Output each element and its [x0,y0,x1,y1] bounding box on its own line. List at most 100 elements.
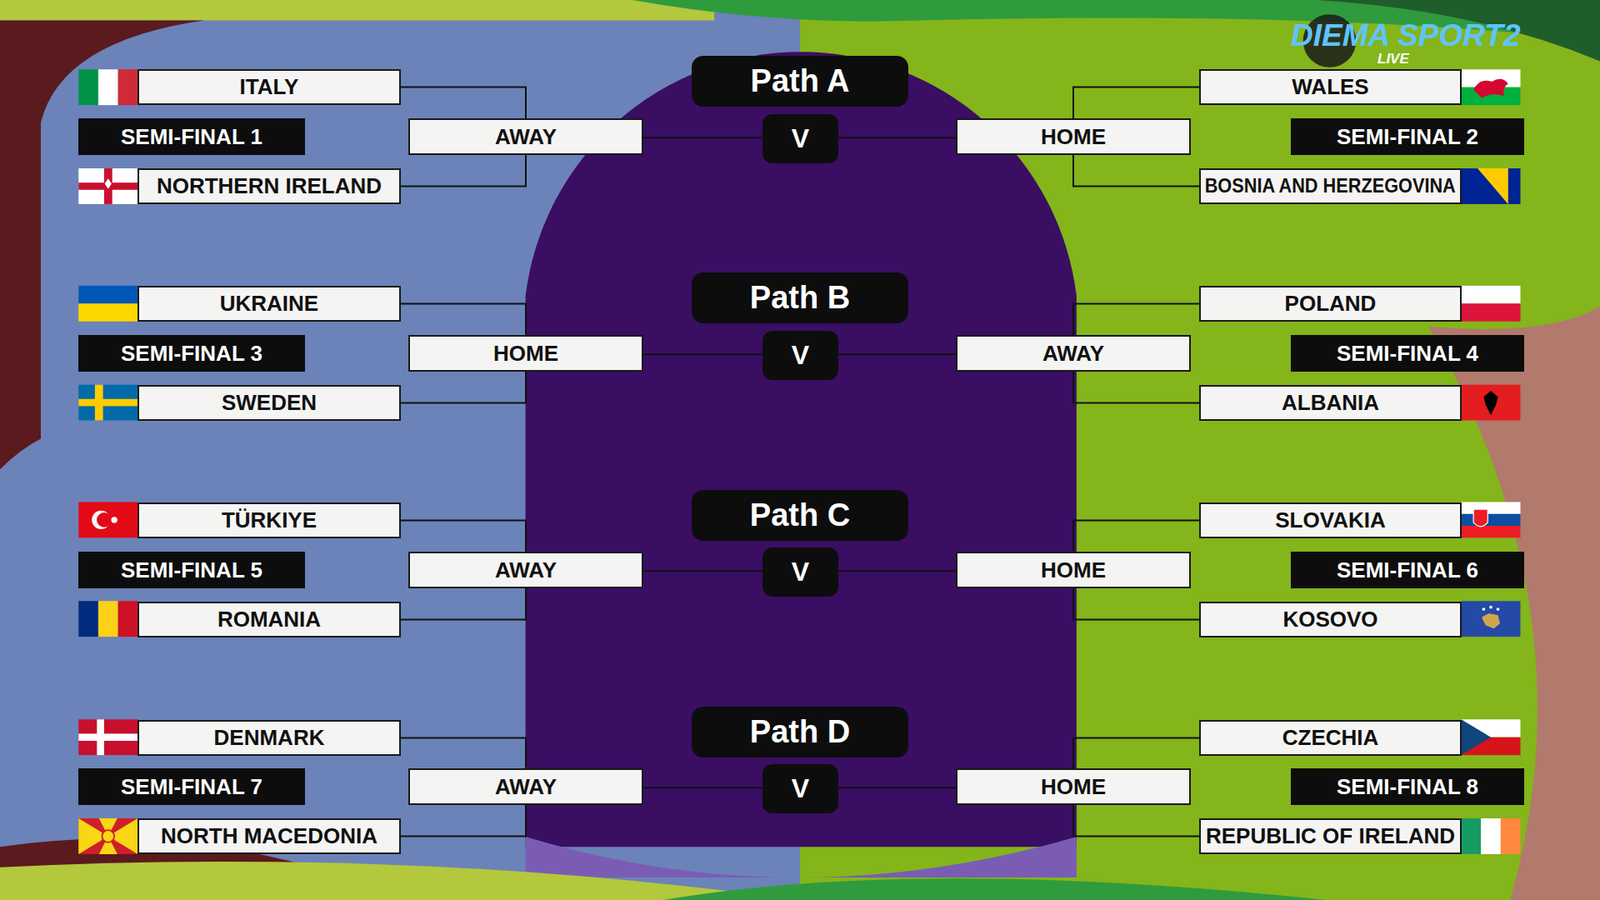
node-text: BOSNIA AND HERZEGOVINA [1205,175,1456,198]
team-box: REPUBLIC OF IRELAND [1199,818,1462,855]
bracket-line [1073,520,1200,553]
bracket-line [400,304,526,336]
venue-box: AWAY [408,551,644,589]
node-text: SLOVAKIA [1275,507,1385,534]
node-text: POLAND [1285,290,1377,317]
versus-box: V [762,547,839,597]
bracket-line [1073,371,1200,404]
bracket-line [1073,304,1200,336]
team-box: KOSOVO [1199,601,1462,638]
team-box: NORTHERN IRELAND [137,168,401,205]
bracket-line [400,87,526,120]
bracket-line [838,570,956,572]
bracket-line [643,136,763,139]
team-box: UKRAINE [137,285,401,322]
node-text: Path C [750,497,850,534]
node-text: ROMANIA [217,606,321,633]
venue-box: HOME [955,551,1191,589]
node-text: TÜRKIYE [221,507,317,534]
team-box: BOSNIA AND HERZEGOVINA [1199,168,1462,205]
node-text: REPUBLIC OF IRELAND [1205,823,1455,850]
semi-final-label: SEMI-FINAL 3 [78,335,305,372]
node-text: UKRAINE [220,290,319,317]
bracket-line [643,353,763,355]
node-text: AWAY [495,124,557,150]
bracket-line [400,155,526,187]
node-text: Path B [750,280,850,316]
node-text: V [791,123,810,155]
team-box: DENMARK [137,720,401,756]
semi-final-label: SEMI-FINAL 5 [78,551,305,589]
node-text: WALES [1291,74,1369,100]
bracket-line [1073,87,1200,120]
node-text: AWAY [1042,340,1105,367]
bracket-line [1073,738,1200,770]
bracket-line [838,786,956,789]
venue-box: HOME [955,768,1191,805]
bracket-line [400,805,526,837]
node-text: Path A [750,63,850,100]
team-box: CZECHIA [1199,720,1462,756]
semi-final-label: SEMI-FINAL 7 [78,768,305,805]
bracket-line [400,738,526,770]
team-box: ITALY [137,69,401,105]
node-text: SEMI-FINAL 3 [120,340,263,367]
team-box: SWEDEN [137,385,401,421]
semi-final-label: SEMI-FINAL 4 [1290,335,1525,372]
team-box: TÜRKIYE [137,502,401,539]
node-text: AWAY [495,557,557,584]
team-box: POLAND [1199,285,1462,322]
node-text: ALBANIA [1281,390,1380,416]
path-label: Path D [691,706,909,758]
bracket-line [643,570,763,572]
path-label: Path C [691,490,909,541]
node-text: V [791,773,810,805]
watermark: DIEMA SPORT2 [1290,18,1521,54]
versus-box: V [762,764,839,814]
bracket-line [1073,155,1200,187]
path-label: Path B [691,272,909,324]
node-text: SEMI-FINAL 7 [120,774,263,800]
bracket-line [1073,805,1200,837]
bracket-line [1073,588,1200,620]
venue-box: AWAY [408,768,644,805]
bracket-line [643,786,763,789]
node-text: SEMI-FINAL 4 [1336,340,1479,367]
node-text: SEMI-FINAL 6 [1336,557,1479,584]
node-text: HOME [1040,774,1106,800]
venue-box: AWAY [955,335,1191,372]
node-text: HOME [1040,124,1106,150]
bracket-line [400,588,526,620]
team-box: SLOVAKIA [1199,502,1462,539]
semi-final-label: SEMI-FINAL 6 [1290,551,1525,589]
node-text: SWEDEN [221,390,317,416]
bracket-line [400,520,526,553]
venue-box: HOME [955,118,1191,155]
node-text: HOME [493,340,559,367]
path-label: Path A [691,55,909,107]
node-text: CZECHIA [1282,725,1380,751]
node-text: AWAY [495,774,557,800]
team-box: ROMANIA [137,601,401,638]
node-text: V [791,556,810,588]
team-box: ALBANIA [1199,385,1462,421]
node-text: SEMI-FINAL 2 [1336,124,1479,150]
semi-final-label: SEMI-FINAL 2 [1290,118,1525,155]
bracket-line [400,371,526,404]
watermark: LIVE [1377,50,1410,68]
node-text: DENMARK [214,725,325,751]
node-text: NORTH MACEDONIA [160,823,378,850]
bracket-line [838,353,956,355]
semi-final-label: SEMI-FINAL 8 [1290,768,1525,805]
venue-box: AWAY [408,118,644,155]
node-text: Path D [750,714,850,750]
node-text: SEMI-FINAL 5 [120,557,263,584]
team-box: NORTH MACEDONIA [137,818,401,855]
node-text: V [791,340,810,371]
versus-box: V [762,114,839,164]
bracket-line [838,136,956,139]
versus-box: V [762,330,839,380]
node-text: ITALY [240,74,300,100]
venue-box: HOME [408,335,644,372]
semi-final-label: SEMI-FINAL 1 [78,118,305,155]
